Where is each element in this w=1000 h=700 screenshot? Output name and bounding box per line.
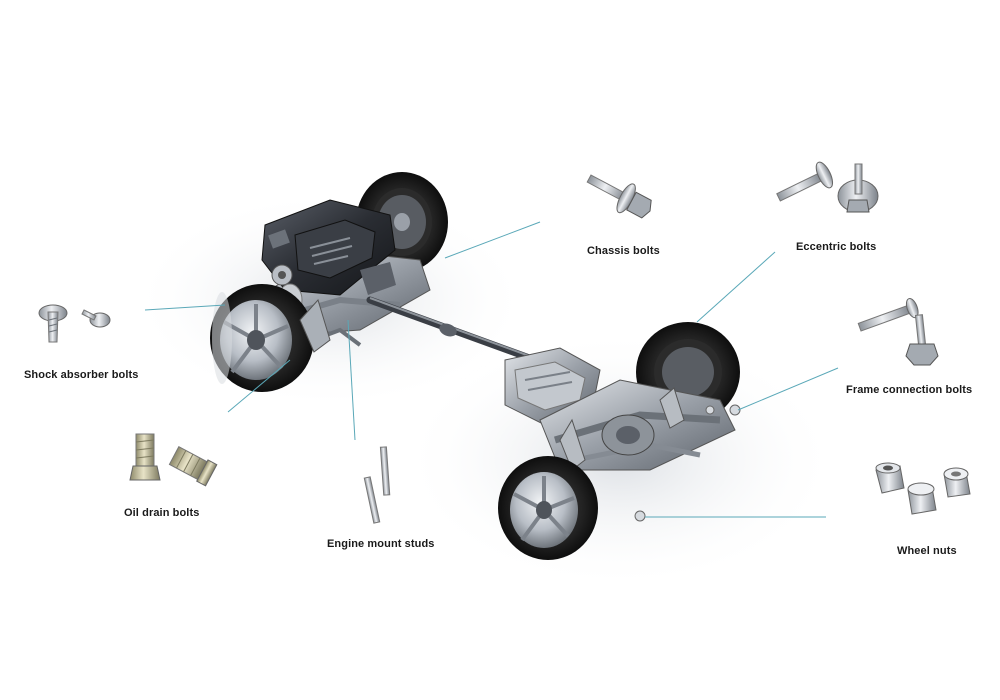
wheel-nuts-image	[875, 462, 971, 515]
leader-line-engine-mount	[347, 319, 356, 441]
label-engine-mount-studs: Engine mount studs	[327, 538, 435, 550]
leader-lines	[144, 221, 839, 518]
label-eccentric-bolts: Eccentric bolts	[796, 241, 877, 253]
label-shock-absorber-bolts: Shock absorber bolts	[24, 369, 139, 381]
transmission	[504, 347, 601, 426]
engine-mount-studs-image	[363, 446, 391, 524]
label-frame-connection-bolts: Frame connection bolts	[846, 384, 973, 396]
leader-line-chassis	[444, 221, 541, 259]
leader-line-eccentric	[696, 251, 776, 323]
leader-line-frame-connection	[737, 367, 839, 411]
label-chassis-bolts: Chassis bolts	[587, 245, 660, 257]
label-wheel-nuts: Wheel nuts	[897, 545, 957, 557]
chassis-bolts-image	[586, 174, 652, 219]
leader-line-oil-drain	[227, 359, 291, 413]
rear-left-wheel	[498, 456, 598, 560]
front-left-wheel	[210, 284, 314, 392]
propeller-shaft	[366, 296, 539, 364]
leader-line-shock-absorber	[144, 304, 226, 311]
oil-drain-bolts-image	[129, 433, 218, 487]
shock-absorber-bolts-image	[38, 304, 111, 343]
engine-block	[261, 199, 396, 296]
eccentric-bolts-image	[776, 161, 879, 213]
frame-connection-bolts-image	[857, 298, 939, 366]
rear-axle-assembly	[498, 322, 741, 560]
label-oil-drain-bolts: Oil drain bolts	[124, 507, 200, 519]
